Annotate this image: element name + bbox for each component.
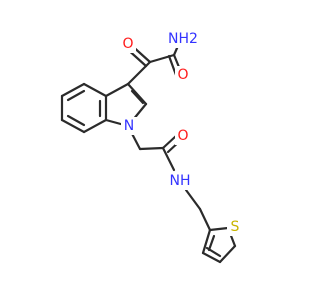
- bond-double: [207, 234, 216, 252]
- bond: [184, 188, 202, 211]
- bond-double-inner: [66, 114, 86, 127]
- bond-double-inner: [130, 89, 145, 105]
- amide-nh-label: NH: [170, 173, 191, 189]
- bond: [60, 118, 86, 134]
- bond: [82, 118, 108, 134]
- bond: [161, 134, 178, 150]
- molecule-canvas: NH2 O O N O NH S: [60, 30, 243, 264]
- amide-oxygen-top-label: O: [177, 67, 188, 83]
- bond: [198, 207, 212, 232]
- keto-oxygen-label: O: [122, 36, 133, 52]
- thiophene-sulfur-label: S: [231, 219, 240, 235]
- bond: [60, 82, 86, 98]
- indole-nitrogen-label: N: [124, 118, 134, 134]
- bond: [218, 244, 237, 264]
- bond: [208, 226, 230, 232]
- bond: [161, 146, 176, 172]
- bond: [138, 146, 165, 151]
- bond: [201, 228, 212, 255]
- bond: [82, 82, 108, 98]
- bond-double: [167, 54, 178, 77]
- bond: [126, 82, 148, 106]
- bond: [104, 82, 130, 98]
- bond-double-inner: [66, 89, 86, 102]
- bond: [201, 251, 222, 264]
- amide-oxygen-mid-label: O: [177, 128, 188, 144]
- bonds: [60, 37, 237, 264]
- molecule-structure: NH2 O O N O NH S: [60, 30, 243, 264]
- atom-labels: NH2 O O N O NH S: [120, 30, 243, 236]
- amide-nh2-label: NH2: [168, 31, 198, 47]
